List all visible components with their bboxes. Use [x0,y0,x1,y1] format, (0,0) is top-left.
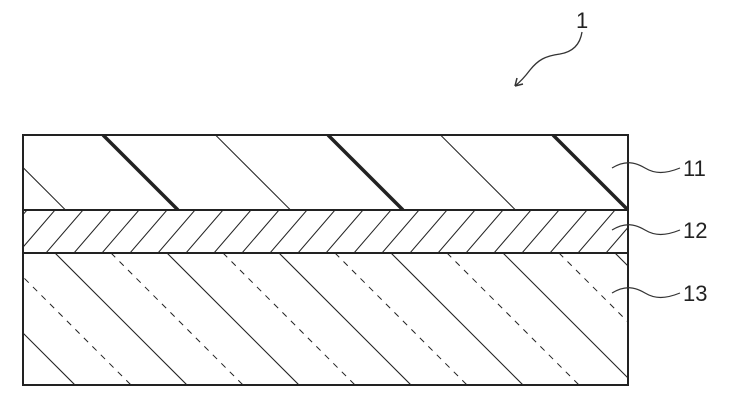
hatch-line [353,210,392,253]
layer-11-hatching [23,135,628,210]
hatch-line [465,210,504,253]
hatch-line [185,210,224,253]
dashed-hatch-line [222,253,356,385]
hatch-line [101,210,140,253]
hatch-line [605,226,628,253]
reference-leader-1 [514,31,583,87]
dashed-hatch-line [110,253,244,385]
hatch-line [521,210,560,253]
thick-hatch-line [101,135,180,210]
hatch-line [215,135,291,210]
hatch-line [634,210,671,253]
hatch-line [437,210,476,253]
reference-label-1: 1 [576,8,588,33]
hatch-line [549,210,588,253]
hatch-line [73,210,112,253]
thick-hatch-line [551,135,628,210]
hatch-line [213,210,252,253]
leader-line-13 [611,287,681,299]
hatch-line [440,135,516,210]
layer-label-13: 13 [683,281,707,306]
dashed-hatch-line [23,276,132,385]
hatch-line [54,253,188,385]
hatch-line [23,332,76,385]
hatch-line [278,253,412,385]
hatch-line [129,210,168,253]
leader-line-12 [611,224,681,236]
layer-label-12: 12 [683,218,707,243]
hatch-line [297,210,336,253]
dashed-hatch-line [334,253,468,385]
hatch-line [381,210,420,253]
hatch-line [241,210,280,253]
layer-12-hatching [23,210,671,253]
hatch-line [502,253,628,379]
hatch-line [23,210,56,248]
hatch-line [23,166,66,210]
layer-label-11: 11 [683,156,706,181]
dashed-hatch-line [446,253,580,385]
leader-line-11 [611,162,681,174]
hatch-line [166,253,300,385]
hatch-line [157,210,196,253]
hatch-line [493,210,532,253]
dashed-hatch-line [671,253,742,385]
hatch-line [269,210,308,253]
dashed-hatch-line [558,253,628,323]
hatch-line [409,210,448,253]
hatch-line [390,253,524,385]
thick-hatch-line [326,135,405,210]
dashed-hatch-line [0,253,19,385]
layer-13-hatching [0,253,742,385]
laminate-outline [22,134,629,386]
hatch-line [577,210,616,253]
hatch-line [614,253,628,267]
hatch-line [45,210,84,253]
arrowhead-icon [514,77,524,87]
hatch-line [325,210,364,253]
